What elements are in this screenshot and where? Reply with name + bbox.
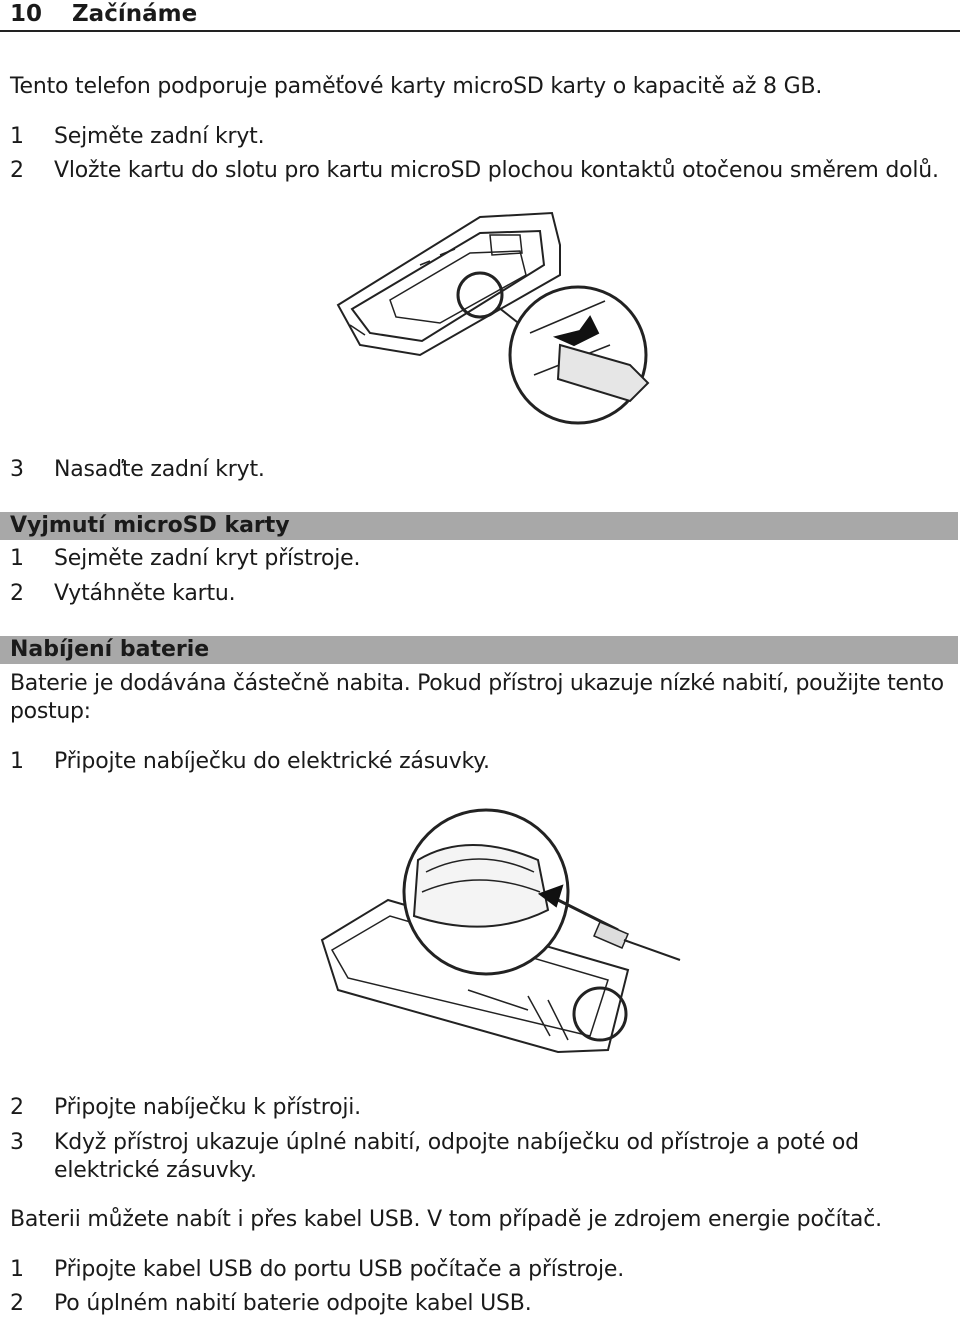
section-heading-charging: Nabíjení baterie bbox=[0, 636, 958, 664]
step-number: 2 bbox=[10, 158, 24, 183]
step-text: Připojte nabíječku do elektrické zásuvky… bbox=[54, 749, 490, 774]
section-heading-remove: Vyjmutí microSD karty bbox=[0, 512, 958, 540]
usb-note: Baterii můžete nabít i přes kabel USB. V… bbox=[10, 1207, 882, 1232]
step-text: Po úplném nabití baterie odpojte kabel U… bbox=[54, 1291, 532, 1316]
charging-intro: Baterie je dodávána částečně nabita. Pok… bbox=[10, 671, 944, 724]
step-text: Připojte nabíječku k přístroji. bbox=[54, 1095, 361, 1120]
microsd-insert-illustration bbox=[330, 205, 675, 425]
step-text: Vložte kartu do slotu pro kartu microSD … bbox=[54, 158, 939, 183]
step-number: 1 bbox=[10, 749, 24, 774]
step-number: 3 bbox=[10, 457, 24, 482]
step-text: Sejměte zadní kryt přístroje. bbox=[54, 546, 361, 571]
charger-connection-illustration bbox=[318, 800, 688, 1060]
step-number: 3 bbox=[10, 1130, 24, 1155]
step-number: 1 bbox=[10, 546, 24, 571]
step-text: Když přístroj ukazuje úplné nabití, odpo… bbox=[54, 1130, 859, 1183]
intro-text: Tento telefon podporuje paměťové karty m… bbox=[10, 74, 823, 99]
step-text: Připojte kabel USB do portu USB počítače… bbox=[54, 1257, 625, 1282]
step-text: Vytáhněte kartu. bbox=[54, 581, 236, 606]
step-text: Nasaďte zadní kryt. bbox=[54, 457, 265, 482]
chapter-title: Začínáme bbox=[72, 1, 198, 27]
step-number: 2 bbox=[10, 1291, 24, 1316]
step-number: 2 bbox=[10, 1095, 24, 1120]
step-number: 2 bbox=[10, 581, 24, 606]
section-title: Nabíjení baterie bbox=[10, 637, 210, 662]
step-text: Sejměte zadní kryt. bbox=[54, 124, 265, 149]
page-header: 10 Začínáme bbox=[0, 0, 960, 32]
step-number: 1 bbox=[10, 1257, 24, 1282]
section-title: Vyjmutí microSD karty bbox=[10, 513, 290, 538]
page-number: 10 bbox=[10, 1, 43, 27]
step-number: 1 bbox=[10, 124, 24, 149]
